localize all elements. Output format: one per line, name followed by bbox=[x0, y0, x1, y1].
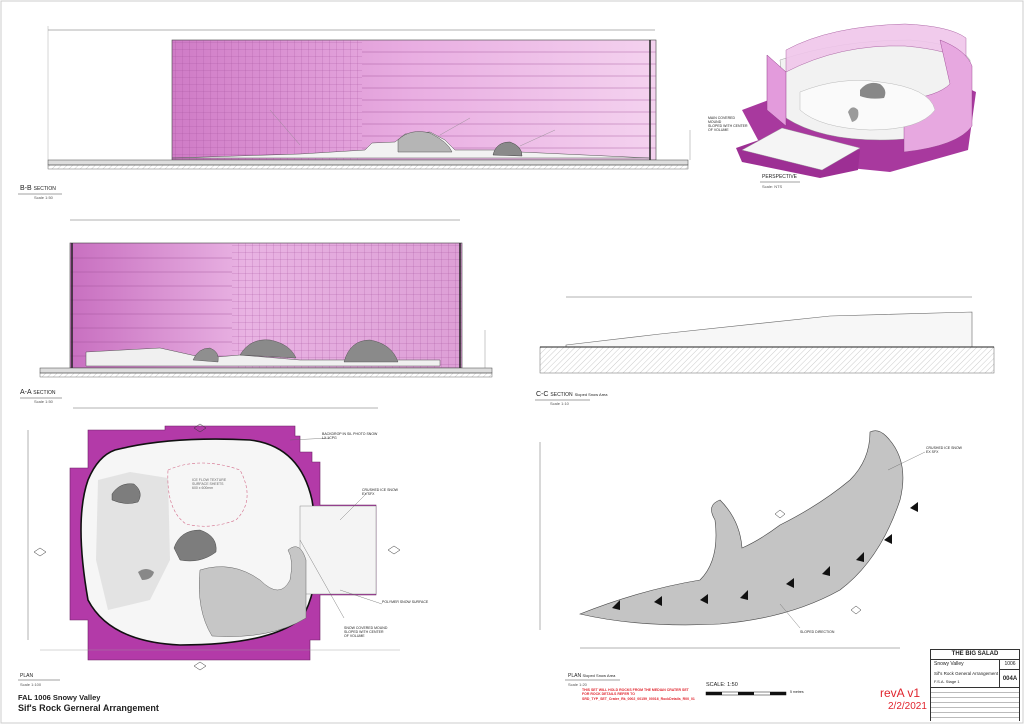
set-name: Snowy Valley bbox=[934, 661, 964, 667]
title-block: THE BIG SALAD Snowy Valley 1006 Sif's Ro… bbox=[930, 649, 1020, 721]
scale-end: 5 metres bbox=[790, 690, 804, 694]
plan-annotation-3: POLYMER SNOW SURFACE bbox=[382, 600, 429, 604]
scale-bb: Scale 1:50 bbox=[34, 195, 53, 200]
project-line: FAL 1006 Snowy Valley bbox=[18, 693, 101, 702]
drawing-name: Sif's Rock General Arrangement bbox=[934, 671, 999, 676]
revision-date: 2/2/2021 bbox=[888, 701, 927, 712]
plan-sloped-area bbox=[539, 430, 926, 649]
plan2-annotation-2: SLOPED DIRECTION bbox=[800, 630, 835, 634]
persp-scale: Scale: NTS bbox=[762, 184, 783, 189]
plan2-title: PLAN Sloped Snow Area bbox=[568, 673, 616, 679]
scale-bar bbox=[705, 691, 787, 696]
section-cc bbox=[539, 296, 995, 374]
plan-scale: Scale 1:100 bbox=[20, 682, 42, 687]
drawing-title: Sif's Rock Gerneral Arrangement bbox=[18, 703, 159, 713]
plan2-scale: Scale 1:20 bbox=[568, 682, 587, 687]
company-name: THE BIG SALAD bbox=[931, 650, 1019, 660]
perspective-view bbox=[736, 23, 976, 178]
stage: F.S.A. Stage 1 bbox=[934, 679, 960, 684]
scale-label: SCALE: 1:50 bbox=[706, 682, 738, 688]
set-number: 1006 bbox=[999, 660, 1020, 669]
section-bb bbox=[47, 26, 691, 170]
plan-title: PLAN bbox=[20, 673, 34, 679]
view-tag-cc: C-C SECTION Sloped Snow Area bbox=[536, 391, 608, 398]
view-tag-bb: B-B SECTION bbox=[20, 185, 56, 192]
revision-table bbox=[931, 687, 1019, 721]
red-note: THIS SET WILL HOLD ROCKS FROM THE MEDIAN… bbox=[582, 688, 695, 701]
sheet-number: 004A bbox=[999, 669, 1020, 688]
revision-label: revA v1 bbox=[880, 686, 921, 700]
section-aa bbox=[39, 219, 493, 378]
view-tag-aa: A-A SECTION bbox=[20, 389, 56, 396]
scale-aa: Scale 1:50 bbox=[34, 399, 53, 404]
scale-cc: Scale 1:10 bbox=[550, 401, 569, 406]
plan-view bbox=[27, 407, 401, 671]
persp-title: PERSPECTIVE bbox=[762, 174, 798, 180]
